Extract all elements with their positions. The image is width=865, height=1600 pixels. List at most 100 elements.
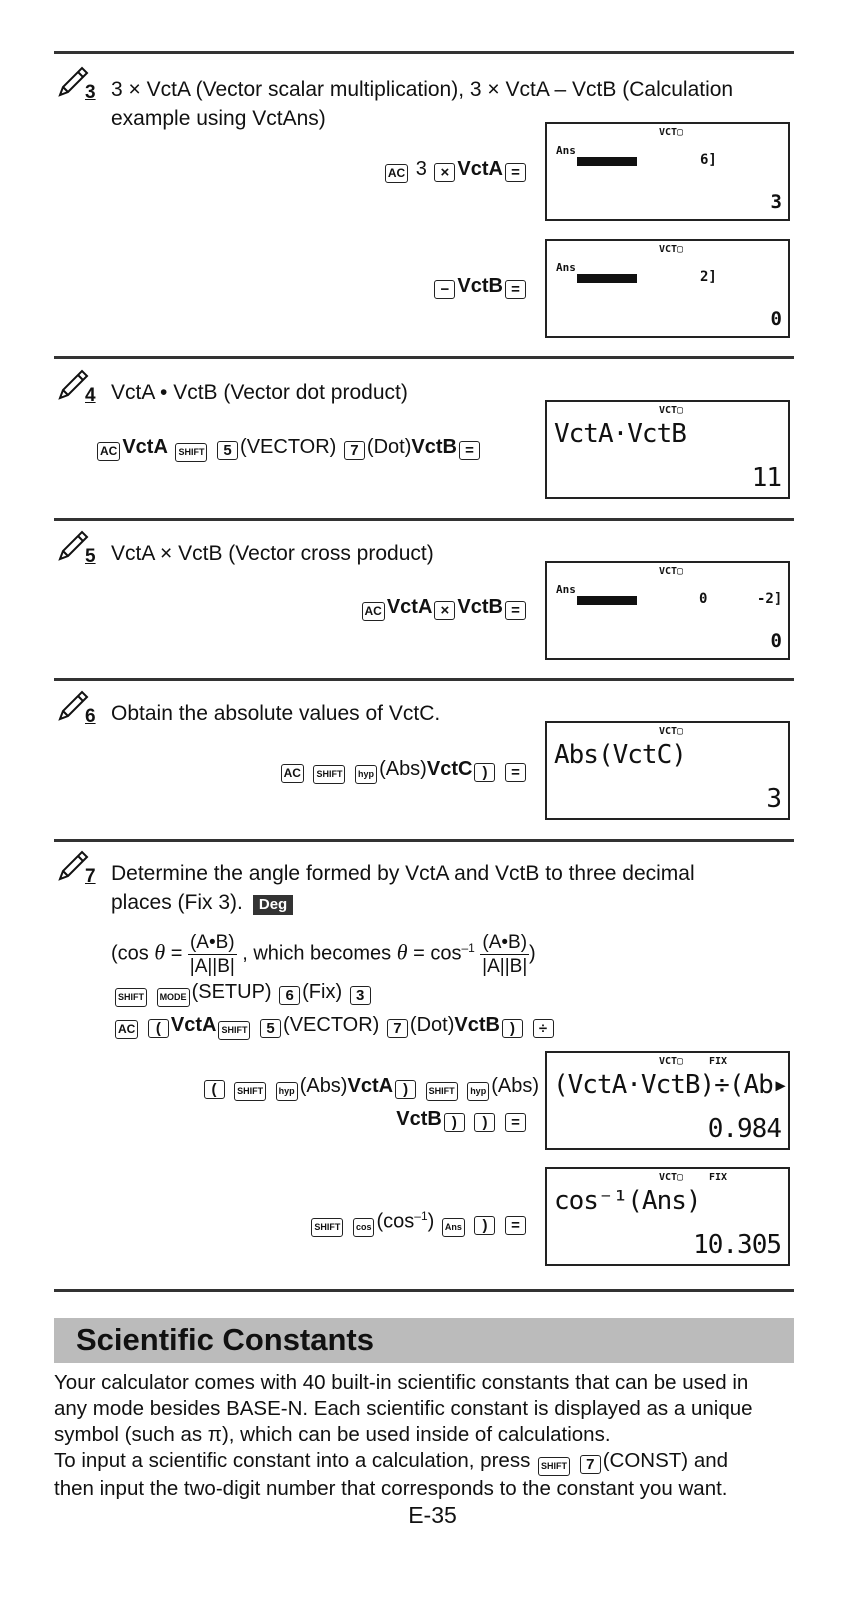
divider-rule	[54, 518, 794, 521]
example-5-marker: 5	[56, 529, 102, 569]
vcta-text: VctA	[386, 596, 433, 618]
ac-key: AC	[97, 442, 121, 461]
lcd-display: VCT▢ Abs(VctC) 3	[545, 721, 790, 820]
ac-key: AC	[280, 764, 304, 783]
example-7-title: Determine the angle formed by VctA and V…	[111, 859, 695, 917]
dot-label: (Dot)	[409, 1014, 455, 1036]
vct-indicator: VCT▢	[659, 1172, 684, 1183]
fraction-numerator: (A•B)	[480, 931, 530, 955]
example-number: 7	[85, 866, 96, 887]
shift-key: SHIFT	[313, 765, 346, 784]
theta-symbol: θ	[154, 939, 166, 965]
paragraph-line: any mode besides BASE-N. Each scientific…	[54, 1397, 753, 1420]
divider-rule	[54, 678, 794, 681]
page-number: E-35	[408, 1502, 457, 1528]
right-paren-key: )	[443, 1113, 465, 1132]
formula-text: =	[170, 942, 183, 965]
vct-indicator: VCT▢	[659, 726, 684, 737]
times-key: ×	[434, 163, 456, 182]
example-number: 4	[85, 385, 96, 406]
abs-label: (Abs)	[491, 1075, 539, 1097]
formula-text: (cos	[111, 942, 149, 965]
lcd-result: 3	[770, 191, 782, 213]
divider-rule	[54, 51, 794, 54]
equals-key: =	[458, 441, 480, 460]
lcd-display: VCT▢ VctA·VctB 11	[545, 400, 790, 499]
minus-key: −	[434, 280, 456, 299]
shift-key: SHIFT	[115, 988, 147, 1007]
cos-label-close: )	[427, 1210, 435, 1233]
ans-indicator: Ans	[556, 144, 576, 157]
lcd-expression: Abs(VctC)	[554, 740, 687, 770]
vector-element: 2]	[700, 269, 717, 285]
paragraph-line: symbol (such as π), which can be used in…	[54, 1423, 611, 1446]
cursor-bar	[577, 157, 637, 166]
key-7: 7	[343, 441, 365, 460]
pencil-icon	[58, 369, 89, 400]
shift-key: SHIFT	[425, 1082, 458, 1101]
example-7-title-line1: Determine the angle formed by VctA and V…	[111, 862, 695, 885]
vct-indicator: VCT▢	[659, 566, 684, 577]
ex7-keystrokes-c: VctB) ) =	[396, 1105, 528, 1133]
theta-symbol: θ	[396, 939, 408, 965]
hyp-key: hyp	[467, 1082, 490, 1101]
ac-key: AC	[361, 602, 385, 621]
abs-label: (Abs)	[299, 1075, 348, 1097]
right-paren-key: )	[395, 1080, 417, 1099]
example-3-title-line2: example using VctAns)	[111, 107, 326, 130]
left-paren-key: (	[203, 1080, 225, 1099]
divider-rule	[54, 1289, 794, 1292]
right-paren-key: )	[474, 1113, 496, 1132]
vctc-text: VctC	[426, 758, 473, 780]
example-7-marker: 7	[56, 849, 102, 889]
fraction: (A•B)|A||B|	[187, 931, 237, 978]
example-number: 3	[85, 82, 96, 103]
vctb-text: VctB	[396, 1108, 442, 1130]
example-number: 5	[85, 546, 96, 567]
section-heading: Scientific Constants	[54, 1318, 794, 1363]
cos-key: cos	[352, 1217, 375, 1237]
ex3-keystrokes-1: AC 3 ×VctA=	[383, 155, 528, 183]
equals-key: =	[505, 163, 526, 182]
vct-indicator: VCT▢	[659, 1056, 684, 1067]
paragraph-line: then input the two-digit number that cor…	[54, 1477, 728, 1500]
example-3-marker: 3	[56, 65, 102, 105]
key-5: 5	[260, 1019, 282, 1038]
deg-badge: Deg	[252, 895, 294, 915]
hyp-key: hyp	[355, 765, 378, 784]
formula-text: = cos	[413, 942, 462, 965]
lcd-display: VCT▢ Ans 6] 3	[545, 122, 790, 221]
example-5-title: VctA × VctB (Vector cross product)	[111, 542, 434, 565]
vctb-text: VctB	[411, 436, 457, 458]
ans-key: Ans	[441, 1217, 465, 1237]
setup-label: (SETUP)	[191, 981, 272, 1003]
lcd-result: 11	[751, 463, 782, 493]
section-paragraph-1: Your calculator comes with 40 built-in s…	[54, 1370, 799, 1448]
formula-superscript: –1	[461, 941, 475, 955]
cos-superscript: –1	[414, 1209, 428, 1223]
divider-rule	[54, 839, 794, 842]
vctb-text: VctB	[454, 1014, 500, 1036]
vector-label: (VECTOR)	[240, 436, 337, 458]
fix-label: (Fix)	[302, 981, 343, 1003]
lcd-expression: cos⁻¹(Ans)	[554, 1186, 702, 1216]
example-4-marker: 4	[56, 368, 102, 408]
shift-key: SHIFT	[311, 1217, 344, 1237]
shift-key: SHIFT	[538, 1457, 571, 1476]
lcd-display: VCT▢ FIX (VctA·VctB)÷(Ab▸ 0.984	[545, 1051, 790, 1150]
ex7-keystrokes-b: ( SHIFT hyp(Abs)VctA) SHIFT hyp(Abs)	[202, 1072, 539, 1101]
vctb-text: VctB	[457, 596, 503, 618]
formula-text: )	[529, 942, 536, 965]
shift-key: SHIFT	[234, 1082, 267, 1101]
pencil-icon	[58, 690, 89, 721]
const-label: (CONST) and	[602, 1449, 729, 1472]
fraction: (A•B)|A||B|	[480, 931, 530, 978]
lcd-result: 0	[770, 630, 782, 652]
example-6-marker: 6	[56, 689, 102, 729]
pencil-icon	[58, 530, 89, 561]
key-5: 5	[217, 441, 239, 460]
key-7: 7	[579, 1455, 601, 1474]
ans-indicator: Ans	[556, 261, 576, 274]
angle-formula: (cos θ = (A•B)|A||B| , which becomes θ =…	[111, 925, 536, 978]
